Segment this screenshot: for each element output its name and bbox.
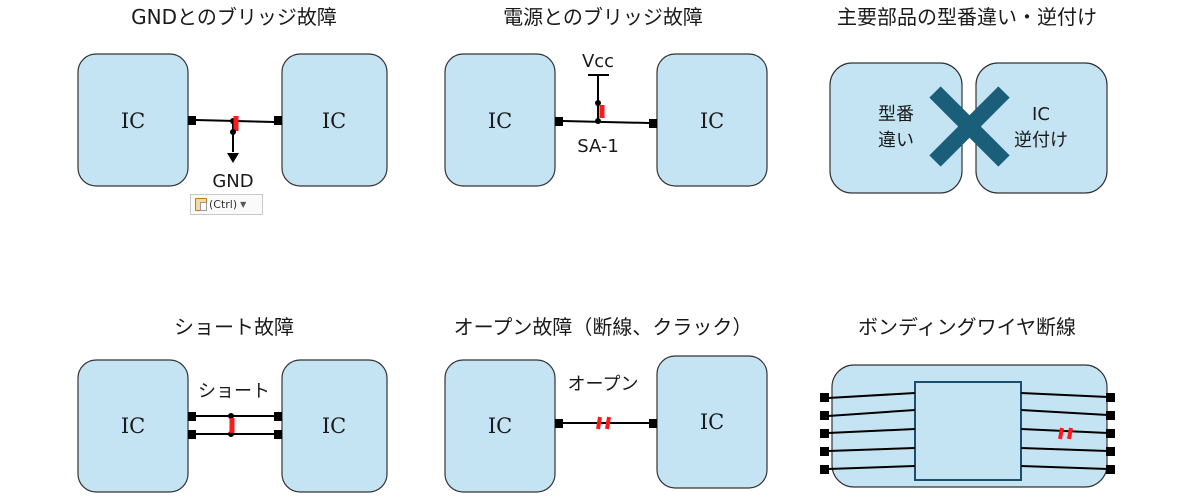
ic-label: IC [322,414,346,438]
lead-pins [820,393,1115,474]
paste-options-button[interactable]: (Ctrl) ▼ [190,194,263,215]
panel-vcc-bridge: 電源とのブリッジ故障 IC IC Vcc SA-1 [444,5,768,187]
ic-block-left [77,359,189,493]
junction-dot [230,129,236,135]
part-block-right [975,62,1108,194]
ic-label: IC [488,414,512,438]
wrong-part-label-2: 違い [878,130,914,151]
junction-dot [595,100,601,106]
pin [188,430,196,439]
reversed-label-2: 逆付け [1014,130,1068,151]
panel-open: オープン故障（断線、クラック） IC IC オープン [444,315,768,493]
short-label: ショート [198,381,270,402]
junction-dot [228,413,234,419]
pin [555,117,563,126]
reversed-label-1: IC [1032,104,1050,125]
ic-label: IC [700,410,724,434]
pin [274,412,282,421]
cross-mark-icon [929,86,1010,167]
open-fault-mark [605,416,611,430]
panel-title: オープン故障（断線、クラック） [454,315,753,339]
panel-bonding: ボンディングワイヤ断線 [820,315,1115,488]
pin [274,116,282,125]
panel-title: GNDとのブリッジ故障 [131,5,337,29]
die-block [914,381,1022,481]
ic-label: IC [121,414,145,438]
pin [649,119,657,128]
panel-title: ボンディングワイヤ断線 [858,315,1076,339]
ic-label: IC [700,109,724,133]
junction-dot [595,118,601,124]
panel-title: ショート故障 [174,315,294,339]
panel-wrong-part: 主要部品の型番違い・逆付け 型番 違い IC 逆付け [829,5,1108,194]
pin [188,116,196,125]
clipboard-icon [195,198,207,211]
part-block-left [829,62,963,194]
panel-title: 電源とのブリッジ故障 [503,5,703,29]
wire-break-mark [1067,427,1073,440]
wrong-part-label-1: 型番 [878,104,914,125]
bonding-wires [827,392,1109,470]
ic-label: IC [121,109,145,133]
panel-short: ショート故障 IC IC ショート [77,315,388,493]
pin [649,419,657,428]
paste-options-label: (Ctrl) [209,198,238,211]
ic-block-right [281,359,388,493]
chevron-down-icon: ▼ [240,200,247,209]
gnd-label: GND [212,171,253,192]
panel-gnd-bridge: GNDとのブリッジ故障 IC IC GND [77,5,388,192]
ic-label: IC [488,109,512,133]
pin [555,419,563,428]
open-label: オープン [568,374,639,395]
pin [188,412,196,421]
signal-wire [562,120,650,124]
panel-title: 主要部品の型番違い・逆付け [837,5,1097,29]
open-fault-mark [596,416,602,430]
wire-break-mark [1058,427,1064,440]
ic-label: IC [322,109,346,133]
gnd-arrow-icon [227,153,239,163]
net-label: SA-1 [577,136,619,157]
pin [274,430,282,439]
vcc-label: Vcc [582,51,614,72]
